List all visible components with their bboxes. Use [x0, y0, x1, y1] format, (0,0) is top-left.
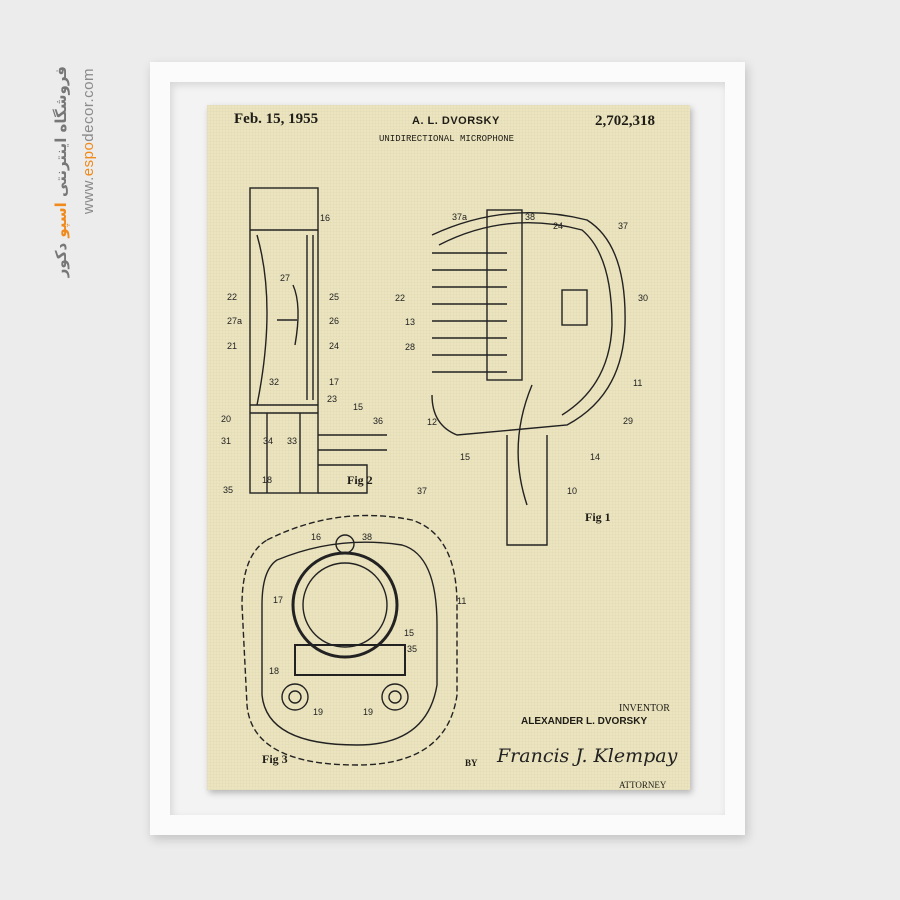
- ref-numeral: 19: [363, 707, 374, 717]
- ref-numeral: 37: [618, 221, 629, 231]
- ref-numeral: 37a: [452, 212, 468, 222]
- ref-numeral: 34: [263, 436, 274, 446]
- ref-numeral: 38: [525, 212, 536, 222]
- watermark-url: www.espodecor.com: [80, 68, 97, 214]
- by-label: BY: [465, 758, 478, 768]
- patent-drawing: [241, 187, 626, 766]
- fig1-label: Fig 1: [585, 510, 611, 524]
- ref-numeral: 35: [407, 644, 418, 654]
- url-part: decor.com: [80, 68, 97, 142]
- ref-numeral: 21: [227, 341, 238, 351]
- ref-numeral: 38: [362, 532, 373, 542]
- ref-numeral: 15: [404, 628, 415, 638]
- ref-numeral: 11: [633, 378, 643, 388]
- fig3-drawing: [241, 514, 458, 766]
- ref-numeral: 15: [460, 452, 471, 462]
- ref-numeral: 25: [329, 292, 340, 302]
- ref-numeral: 33: [287, 436, 298, 446]
- fig2-label: Fig 2: [347, 473, 373, 487]
- ref-numeral: 18: [262, 475, 273, 485]
- attorney-caption: ATTORNEY: [619, 780, 667, 790]
- ref-numeral: 17: [273, 595, 284, 605]
- ref-numeral: 28: [405, 342, 416, 352]
- ref-numeral: 35: [223, 485, 234, 495]
- ref-numeral: 10: [567, 486, 578, 496]
- patent-title: UNIDIRECTIONAL MICROPHONE: [379, 134, 515, 144]
- ref-numeral: 32: [269, 377, 280, 387]
- watermark-text: دکور: [52, 237, 70, 278]
- fig3-label: Fig 3: [262, 752, 288, 766]
- ref-numeral: 20: [221, 414, 232, 424]
- watermark-persian: فروشگاه اینترنتی اسپو دکور: [52, 66, 70, 277]
- ref-numeral: 29: [623, 416, 634, 426]
- ref-numeral: 27: [280, 273, 291, 283]
- ref-numeral: 17: [329, 377, 340, 387]
- watermark-text: فروشگاه اینترنتی: [52, 66, 70, 203]
- inventor-caption: INVENTOR: [619, 703, 670, 714]
- ref-numeral: 15: [353, 402, 364, 412]
- ref-numeral: 22: [227, 292, 238, 302]
- ref-numeral: 11: [457, 596, 467, 606]
- ref-numeral: 14: [590, 452, 601, 462]
- patent-print: Feb. 15, 1955 A. L. DVORSKY 2,702,318 UN…: [207, 105, 690, 790]
- ref-numeral: 16: [320, 213, 331, 223]
- patent-inventor-header: A. L. DVORSKY: [412, 115, 500, 127]
- fig1-drawing: [431, 209, 626, 546]
- ref-numeral: 16: [311, 532, 322, 542]
- ref-numeral: 22: [395, 293, 406, 303]
- patent-number: 2,702,318: [595, 113, 655, 129]
- ref-numeral: 12: [427, 417, 438, 427]
- url-part: www.: [80, 176, 97, 215]
- watermark-brand: اسپو: [52, 202, 70, 238]
- ref-numeral: 24: [553, 221, 564, 231]
- inventor-name: ALEXANDER L. DVORSKY: [521, 716, 648, 727]
- ref-numeral: 36: [373, 416, 384, 426]
- ref-numeral: 23: [327, 394, 338, 404]
- ref-numeral: 30: [638, 293, 649, 303]
- fig2-drawing: [249, 187, 387, 494]
- ref-numeral: 24: [329, 341, 340, 351]
- ref-numeral: 37: [417, 486, 428, 496]
- patent-date: Feb. 15, 1955: [234, 111, 319, 127]
- ref-numeral: 19: [313, 707, 324, 717]
- ref-numeral: 27a: [227, 316, 243, 326]
- ref-numeral: 26: [329, 316, 340, 326]
- ref-numeral: 18: [269, 666, 280, 676]
- url-brand: espo: [80, 141, 97, 177]
- attorney-signature: Francis J. Klempay: [497, 745, 678, 767]
- ref-numeral: 13: [405, 317, 416, 327]
- ref-numeral: 31: [221, 436, 232, 446]
